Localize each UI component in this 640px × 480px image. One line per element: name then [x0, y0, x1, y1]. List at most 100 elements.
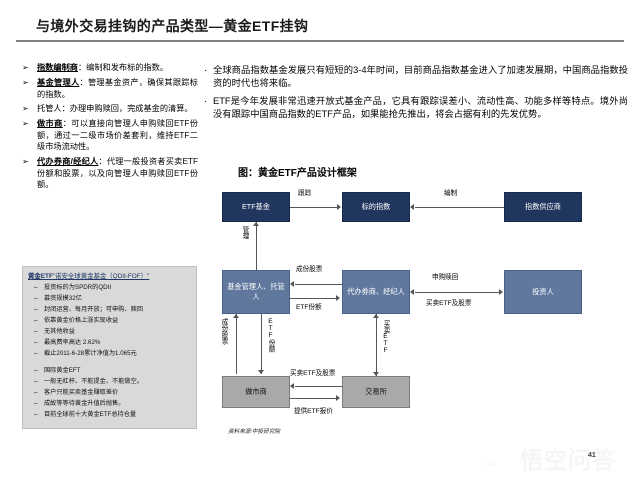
list-item: –客户只能买卖基金赚取差价 — [28, 389, 191, 398]
arrow-down-icon — [258, 370, 264, 374]
list-item-text: 依靠黄金价格上涨实现收益 — [44, 317, 119, 324]
connector-label-track: 跟踪 — [298, 190, 312, 197]
list-item-text: 客户只能买卖基金赚取差价 — [44, 389, 119, 396]
page-number: 41 — [588, 452, 596, 459]
left-bullet-list: ➢ 指数编制商：编制和发布标的指数。 ➢ 基金管理人：管理基金资产，确保其跟踪标… — [22, 62, 198, 194]
connector-line — [376, 314, 377, 376]
gold-etf-info-box: 黄金ETF"诺安全球黄金基金（QDII-FOF）" – 投资标的为SPDR的QDI… — [22, 266, 197, 429]
list-item: –截止2011-6-28累计净值为1.065元 — [28, 350, 191, 359]
connector-label-manage: 管理 — [241, 226, 248, 240]
connector-label-trade-etf-shares-bottom: 买卖ETF及股票 — [290, 370, 336, 377]
list-item: –无其他收益 — [28, 328, 191, 337]
list-item-term: 基金管理人 — [37, 78, 80, 87]
connector-label-trade-etf-shares: 买卖ETF及股票 — [426, 300, 472, 307]
arrow-bullet-icon: ➢ — [22, 63, 29, 72]
connector-label-component-shares-left: 成份股票 — [220, 318, 227, 345]
arrow-bullet-icon: ➢ — [22, 119, 29, 129]
list-item-text: 无其他收益 — [44, 328, 75, 335]
list-item-text: 做市商：可以直接向管理人申购赎回ETF份额，通过一二级市场价差套利，维持ETF二… — [37, 118, 198, 153]
dash-bullet-icon: – — [34, 378, 38, 385]
slide-header: 与境外交易挂钩的产品类型—黄金ETF挂钩 — [0, 14, 640, 42]
connector-label-provide-quote: 提供ETF报价 — [294, 408, 333, 415]
info-box-title-main: 黄金ETF — [28, 273, 53, 280]
dash-bullet-icon: – — [34, 389, 38, 396]
watermark-text: 悟空问答 — [520, 447, 616, 473]
connector-line — [256, 222, 257, 270]
list-item: –目前全球前十大黄金ETF总持仓量 — [28, 411, 191, 420]
connector-label-etf-units-left: ETF份额 — [267, 318, 274, 353]
list-item: –成故等等待黄金升值后抛售。 — [28, 400, 191, 409]
list-item: –最高费率高达 2.62% — [28, 339, 191, 348]
list-item-text: 基金管理人：管理基金资产，确保其跟踪标的指数。 — [37, 77, 198, 100]
info-box-title: 黄金ETF"诺安全球黄金基金（QDII-FOF）" — [28, 271, 191, 280]
paragraph-text: ETF是今年发展非常迅速开放式基金产品，它具有跟踪误差小、流动性高、功能多样等特… — [213, 96, 628, 119]
connector-line — [290, 207, 338, 208]
arrow-down-icon — [373, 372, 379, 376]
diagram-node-index-provider: 指数供应商 — [504, 192, 582, 222]
arrow-up-icon — [253, 222, 259, 226]
dash-bullet-icon: – — [34, 350, 38, 357]
connector-line — [236, 314, 237, 374]
list-item-text: 募资规模32亿 — [44, 295, 82, 302]
arrow-right-icon — [337, 204, 341, 210]
dash-bullet-icon: – — [34, 328, 38, 335]
diagram-node-etf-fund: ETF基金 — [222, 192, 290, 222]
list-item-text: 一般无杠杆、不能提金、不能做空。 — [44, 378, 143, 385]
etf-structure-diagram: ETF基金 标的指数 指数供应商 跟踪 编制 管理 基金管理人、托管人 代办券商… — [204, 180, 634, 430]
list-item: ➢ 指数编制商：编制和发布标的指数。 — [22, 62, 198, 74]
connector-line — [295, 386, 342, 387]
connector-label-subscribe-redeem: 申购赎回 — [432, 274, 459, 281]
arrow-right-icon — [499, 289, 503, 295]
connector-line — [415, 207, 504, 208]
dash-bullet-icon: – — [34, 411, 38, 418]
list-item: ➢ 基金管理人：管理基金资产，确保其跟踪标的指数。 — [22, 77, 198, 100]
watermark-logo-icon: ∞ — [486, 454, 496, 470]
list-item-text: 托管人：办理申购赎回，完成基金的清算。 — [37, 103, 193, 115]
arrow-left-icon — [290, 281, 294, 287]
list-item: –国际黄金EFT — [28, 367, 191, 376]
arrow-left-icon — [290, 383, 294, 389]
page-title: 与境外交易挂钩的产品类型—黄金ETF挂钩 — [36, 18, 309, 34]
arrow-bullet-icon: ➢ — [22, 104, 29, 114]
arrow-bullet-icon: ➢ — [22, 156, 29, 166]
arrow-up-icon — [233, 314, 239, 318]
connector-line — [290, 298, 337, 299]
connector-label-etf-units: ETF份额 — [296, 304, 322, 311]
list-item-term: 托管人 — [37, 104, 62, 114]
list-item-text: 目前全球前十大黄金ETF总持仓量 — [44, 411, 137, 418]
source-note: 资料来源:中投研究院 — [228, 429, 280, 435]
list-item: –一般无杠杆、不能提金、不能做空。 — [28, 378, 191, 387]
header-divider — [16, 40, 624, 42]
arrow-right-icon — [336, 295, 340, 301]
list-item-term: 指数编制商 — [37, 63, 78, 72]
list-item-text: 投资标的为SPDR的QDII — [44, 284, 112, 291]
list-item-text: 最高费率高达 2.62% — [44, 339, 101, 346]
arrow-left-icon — [410, 204, 414, 210]
connector-line — [290, 398, 337, 399]
list-item-text: 成故等等待黄金升值后抛售。 — [44, 400, 125, 407]
connector-line — [415, 292, 499, 293]
figure-caption: 图：黄金ETF产品设计框架 — [238, 168, 357, 179]
list-item-text: 国际黄金EFT — [44, 367, 81, 374]
paragraph-text: 全球商品指数基金发展只有短短的3-4年时间，目前商品指数基金进入了加速发展期，中… — [213, 65, 628, 88]
list-item-body: ：办理申购赎回，完成基金的清算。 — [61, 104, 193, 114]
list-item-text: 指数编制商：编制和发布标的指数。 — [37, 62, 168, 74]
list-item-text: 代办券商/经纪人：代理一般投资者买卖ETF份额和股票，以及向管理人申购赎回ETF… — [37, 156, 198, 191]
connector-label-component-shares: 成份股票 — [296, 266, 323, 273]
diagram-node-target-index: 标的指数 — [342, 192, 410, 222]
connector-line — [261, 314, 262, 374]
diagram-node-exchange: 交易所 — [342, 376, 410, 408]
list-item: · ETF是今年发展非常迅速开放式基金产品，它具有跟踪误差小、流动性高、功能多样… — [204, 95, 628, 121]
diagram-node-investor: 投资人 — [504, 270, 582, 314]
list-item: ➢ 托管人：办理申购赎回，完成基金的清算。 — [22, 103, 198, 115]
list-item-body: ：代理一般投资者买卖ETF份额和股票，以及向管理人申购赎回ETF份额。 — [37, 156, 199, 190]
connector-line — [295, 284, 342, 285]
dash-bullet-icon: – — [34, 400, 38, 407]
list-item: –募资规模32亿 — [28, 295, 191, 304]
dash-bullet-icon: – — [34, 367, 38, 374]
list-item: –封闭运营、每月开放；可申购、赎回 — [28, 306, 191, 315]
diagram-node-broker: 代办券商、经纪人 — [342, 270, 410, 314]
list-item: · 全球商品指数基金发展只有短短的3-4年时间，目前商品指数基金进入了加速发展期… — [204, 64, 628, 90]
watermark: ∞ 悟空问答 — [486, 444, 636, 478]
